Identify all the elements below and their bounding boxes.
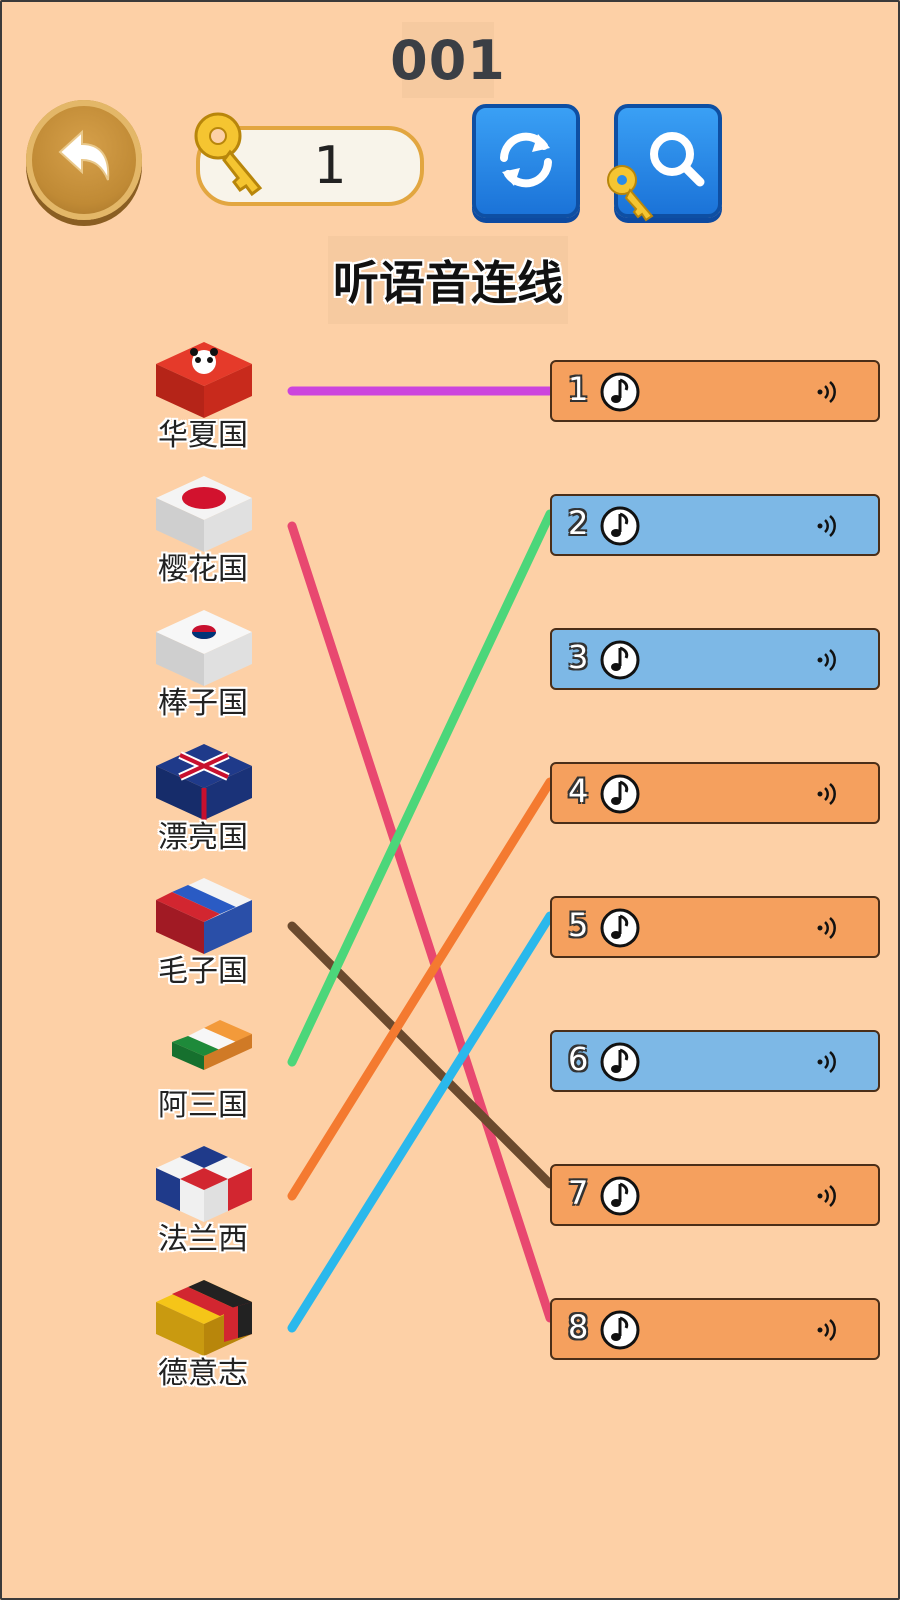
audio-item-8[interactable]: 8 <box>550 1298 880 1360</box>
audio-number: 7 <box>568 1174 589 1212</box>
speaker-icon[interactable] <box>814 378 842 406</box>
india-flag-icon <box>172 1020 252 1070</box>
music-note-icon <box>600 1310 640 1350</box>
country-label: 棒子国 <box>158 686 248 721</box>
audio-item-2[interactable]: 2 <box>550 494 880 556</box>
speaker-icon[interactable] <box>814 1048 842 1076</box>
audio-number: 4 <box>568 772 589 810</box>
music-note-icon <box>600 640 640 680</box>
audio-item-6[interactable]: 6 <box>550 1030 880 1092</box>
connection-line-5 <box>287 777 555 1201</box>
music-note-icon <box>600 506 640 546</box>
country-item-russia[interactable]: 毛子国 <box>148 876 258 989</box>
country-item-japan[interactable]: 樱花国 <box>148 474 258 587</box>
music-note-icon <box>600 1176 640 1216</box>
music-note-icon <box>600 1042 640 1082</box>
country-label: 阿三国 <box>158 1088 248 1123</box>
france-flag-icon <box>156 1146 252 1222</box>
germany-flag-icon <box>156 1280 252 1356</box>
audio-item-3[interactable]: 3 <box>550 628 880 690</box>
audio-number: 3 <box>568 638 589 676</box>
audio-number: 8 <box>568 1308 589 1346</box>
country-label: 樱花国 <box>158 552 248 587</box>
speaker-icon[interactable] <box>814 1182 842 1210</box>
audio-item-5[interactable]: 5 <box>550 896 880 958</box>
game-instruction-title: 听语音连线 <box>328 236 568 324</box>
country-label: 华夏国 <box>158 418 248 453</box>
search-icon <box>650 132 705 187</box>
country-item-korea[interactable]: 棒子国 <box>148 608 258 721</box>
music-note-icon <box>600 774 640 814</box>
country-item-india[interactable]: 阿三国 <box>148 1010 258 1123</box>
japan-flag-icon <box>156 476 252 552</box>
refresh-button[interactable] <box>472 104 580 218</box>
connection-line-6 <box>287 911 555 1333</box>
audio-item-1[interactable]: 1 <box>550 360 880 422</box>
audio-number: 2 <box>568 504 589 542</box>
china-panda-flag-icon <box>156 342 252 418</box>
music-note-icon <box>600 372 640 412</box>
music-note-icon <box>600 908 640 948</box>
refresh-icon <box>500 132 552 188</box>
back-button[interactable] <box>26 100 142 220</box>
country-item-germany[interactable]: 德意志 <box>148 1278 258 1391</box>
country-label: 毛子国 <box>158 954 248 989</box>
back-arrow-icon <box>58 129 110 181</box>
connection-line-3 <box>287 921 555 1189</box>
audio-number: 1 <box>568 370 589 408</box>
country-label: 德意志 <box>158 1356 248 1391</box>
korea-flag-icon <box>156 610 252 686</box>
speaker-icon[interactable] <box>814 646 842 674</box>
key-icon <box>194 112 263 197</box>
speaker-icon[interactable] <box>814 512 842 540</box>
audio-number: 6 <box>568 1040 589 1078</box>
audio-number: 5 <box>568 906 589 944</box>
country-label: 法兰西 <box>158 1222 248 1257</box>
audio-item-7[interactable]: 7 <box>550 1164 880 1226</box>
connection-line-4 <box>287 509 555 1067</box>
connection-line-2 <box>287 521 555 1323</box>
speaker-icon[interactable] <box>814 1316 842 1344</box>
level-number: 001 <box>390 22 505 98</box>
uk-flag-icon <box>156 744 252 820</box>
audio-item-4[interactable]: 4 <box>550 762 880 824</box>
country-label: 漂亮国 <box>158 820 248 855</box>
speaker-icon[interactable] <box>814 914 842 942</box>
speaker-icon[interactable] <box>814 780 842 808</box>
country-item-uk[interactable]: 漂亮国 <box>148 742 258 855</box>
russia-flag-icon <box>156 878 252 954</box>
country-item-china[interactable]: 华夏国 <box>148 340 258 453</box>
key-count: 1 <box>313 136 347 196</box>
country-item-france[interactable]: 法兰西 <box>148 1144 258 1257</box>
hint-key-icon <box>607 165 654 222</box>
